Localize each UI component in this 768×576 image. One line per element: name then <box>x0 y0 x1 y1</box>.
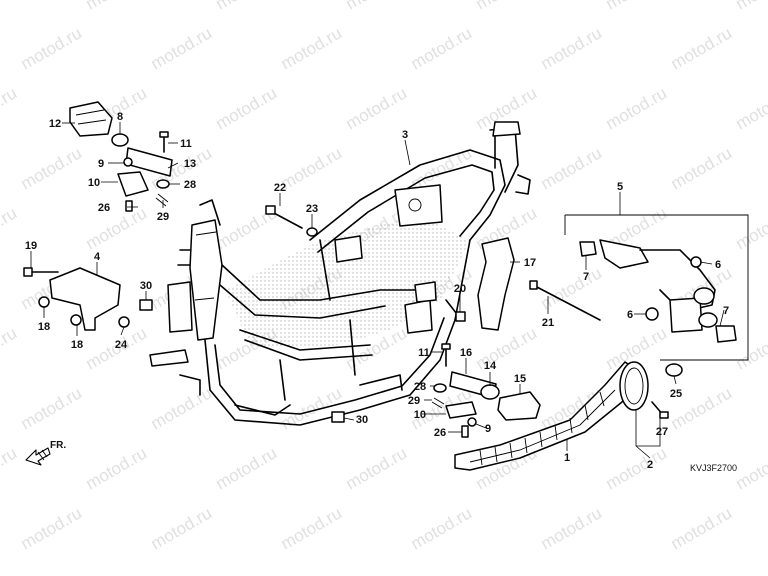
watermark-text: motod.ru <box>278 503 346 553</box>
watermark-text: motod.ru <box>148 23 216 73</box>
watermark-text: motod.ru <box>18 23 86 73</box>
callout-16: 16 <box>460 347 472 359</box>
callout-3: 3 <box>402 129 408 141</box>
callout-12: 12 <box>49 118 61 130</box>
watermark-text: motod.ru <box>733 83 768 133</box>
watermark-text: motod.ru <box>668 143 736 193</box>
watermark-text: motod.ru <box>733 323 768 373</box>
rear-hanger-box <box>564 214 749 361</box>
callout-18a: 18 <box>38 321 50 333</box>
callout-8: 8 <box>117 111 123 123</box>
watermark-text: motod.ru <box>0 203 20 253</box>
callout-4: 4 <box>94 251 101 263</box>
callout-28a: 28 <box>184 179 196 191</box>
watermark-text: motod.ru <box>538 143 606 193</box>
callout-26a: 26 <box>98 202 110 214</box>
watermark-text: motod.ru <box>148 383 216 433</box>
watermark-text: motod.ru <box>733 0 768 13</box>
callout-29b: 29 <box>408 395 420 407</box>
callout-10b: 10 <box>414 409 426 421</box>
callout-9a: 9 <box>98 158 104 170</box>
callout-26b: 26 <box>434 427 446 439</box>
callout-6a: 6 <box>715 259 721 271</box>
leader-lines <box>30 122 725 459</box>
band <box>619 361 649 411</box>
callout-19: 19 <box>25 240 37 252</box>
callout-30a: 30 <box>140 280 152 292</box>
watermark-text: motod.ru <box>83 203 151 253</box>
watermark-text: motod.ru <box>603 0 671 13</box>
callout-20: 20 <box>454 283 466 295</box>
watermark-text: motod.ru <box>538 23 606 73</box>
watermark-text: motod.ru <box>0 0 20 13</box>
callout-9b: 9 <box>485 423 491 435</box>
main-frame <box>149 121 531 426</box>
watermark-text: motod.ru <box>213 0 281 13</box>
callout-27: 27 <box>656 426 668 438</box>
watermark-text: motod.ru <box>538 503 606 553</box>
callout-23: 23 <box>306 203 318 215</box>
callout-28b: 28 <box>414 381 426 393</box>
watermark-text: motod.ru <box>408 503 476 553</box>
watermark-text: motod.ru <box>733 203 768 253</box>
front-direction-indicator: FR. <box>25 440 66 466</box>
callout-25: 25 <box>670 388 682 400</box>
watermark-text: motod.ru <box>0 443 20 493</box>
watermark-text: motod.ru <box>213 83 281 133</box>
callout-7b: 7 <box>723 305 729 317</box>
watermark-text: motod.ru <box>0 323 20 373</box>
front-label: FR. <box>50 440 66 451</box>
diagram-code: KVJ3F2700 <box>690 463 737 473</box>
watermark-text: motod.ru <box>343 0 411 13</box>
watermark-text: motod.ru <box>18 503 86 553</box>
callout-2: 2 <box>647 459 653 471</box>
callout-29a: 29 <box>157 211 169 223</box>
watermark-text: motod.ru <box>83 0 151 13</box>
watermark-text: motod.ru <box>343 443 411 493</box>
watermark-text: motod.ru <box>668 23 736 73</box>
callout-11a: 11 <box>180 138 192 150</box>
callout-5: 5 <box>617 181 623 193</box>
callout-17: 17 <box>524 257 536 269</box>
watermark-text: motod.ru <box>148 503 216 553</box>
callout-labels: 1 2 3 4 5 6 6 7 7 8 9 9 10 10 11 11 12 1… <box>25 111 729 471</box>
watermark-text: motod.ru <box>0 83 20 133</box>
callout-6b: 6 <box>627 309 633 321</box>
callout-14: 14 <box>484 360 497 372</box>
watermark-text: motod.ru <box>668 503 736 553</box>
callout-13: 13 <box>184 158 196 170</box>
callout-22: 22 <box>274 182 286 194</box>
watermark-text: motod.ru <box>603 443 671 493</box>
watermark-text: motod.ru <box>18 383 86 433</box>
watermark-text: motod.ru <box>278 383 346 433</box>
watermark-text: motod.ru <box>278 143 346 193</box>
watermark-text: motod.ru <box>278 23 346 73</box>
callout-24: 24 <box>115 339 128 351</box>
callout-11b: 11 <box>418 347 430 359</box>
callout-1: 1 <box>564 452 570 464</box>
watermark-text: motod.ru <box>733 443 768 493</box>
watermark-text: motod.ru <box>213 443 281 493</box>
callout-18b: 18 <box>71 339 83 351</box>
callout-7a: 7 <box>583 271 589 283</box>
watermark-text: motod.ru <box>473 0 541 13</box>
watermark-text: motod.ru <box>83 443 151 493</box>
callout-30b: 30 <box>356 414 368 426</box>
watermark-text: motod.ru <box>473 323 541 373</box>
watermark-text: motod.ru <box>603 83 671 133</box>
callout-21: 21 <box>542 317 554 329</box>
watermark-text: motod.ru <box>18 143 86 193</box>
small-parts <box>23 101 683 438</box>
callout-15: 15 <box>514 373 526 385</box>
watermark-text: motod.ru <box>343 83 411 133</box>
callout-10a: 10 <box>88 177 100 189</box>
watermark-text: motod.ru <box>408 23 476 73</box>
